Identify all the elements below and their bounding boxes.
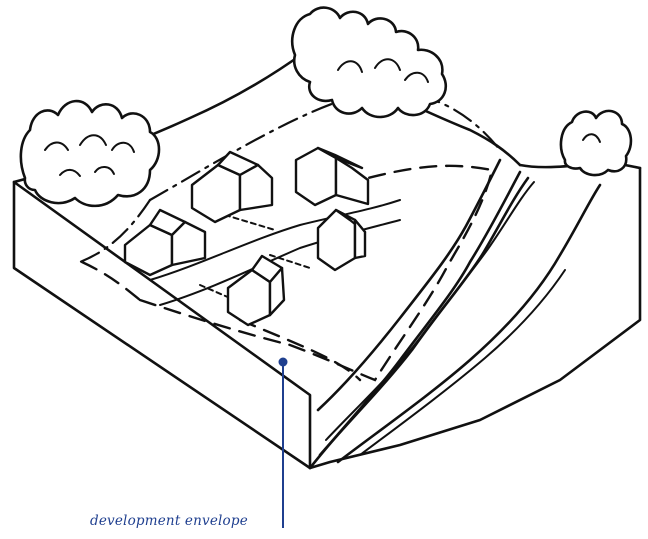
house-2 [192,152,272,222]
tree-cluster-right [561,111,631,175]
driveway-2 [200,285,230,298]
ravine-far-bank-2 [360,270,565,455]
driveway-1 [225,215,275,230]
tree-cluster-left [21,101,159,206]
block-right-face [310,168,640,468]
tree-cluster-back [292,8,446,117]
development-envelope-label: development envelope [90,513,248,529]
house-5 [228,256,284,325]
house-3 [296,148,368,205]
